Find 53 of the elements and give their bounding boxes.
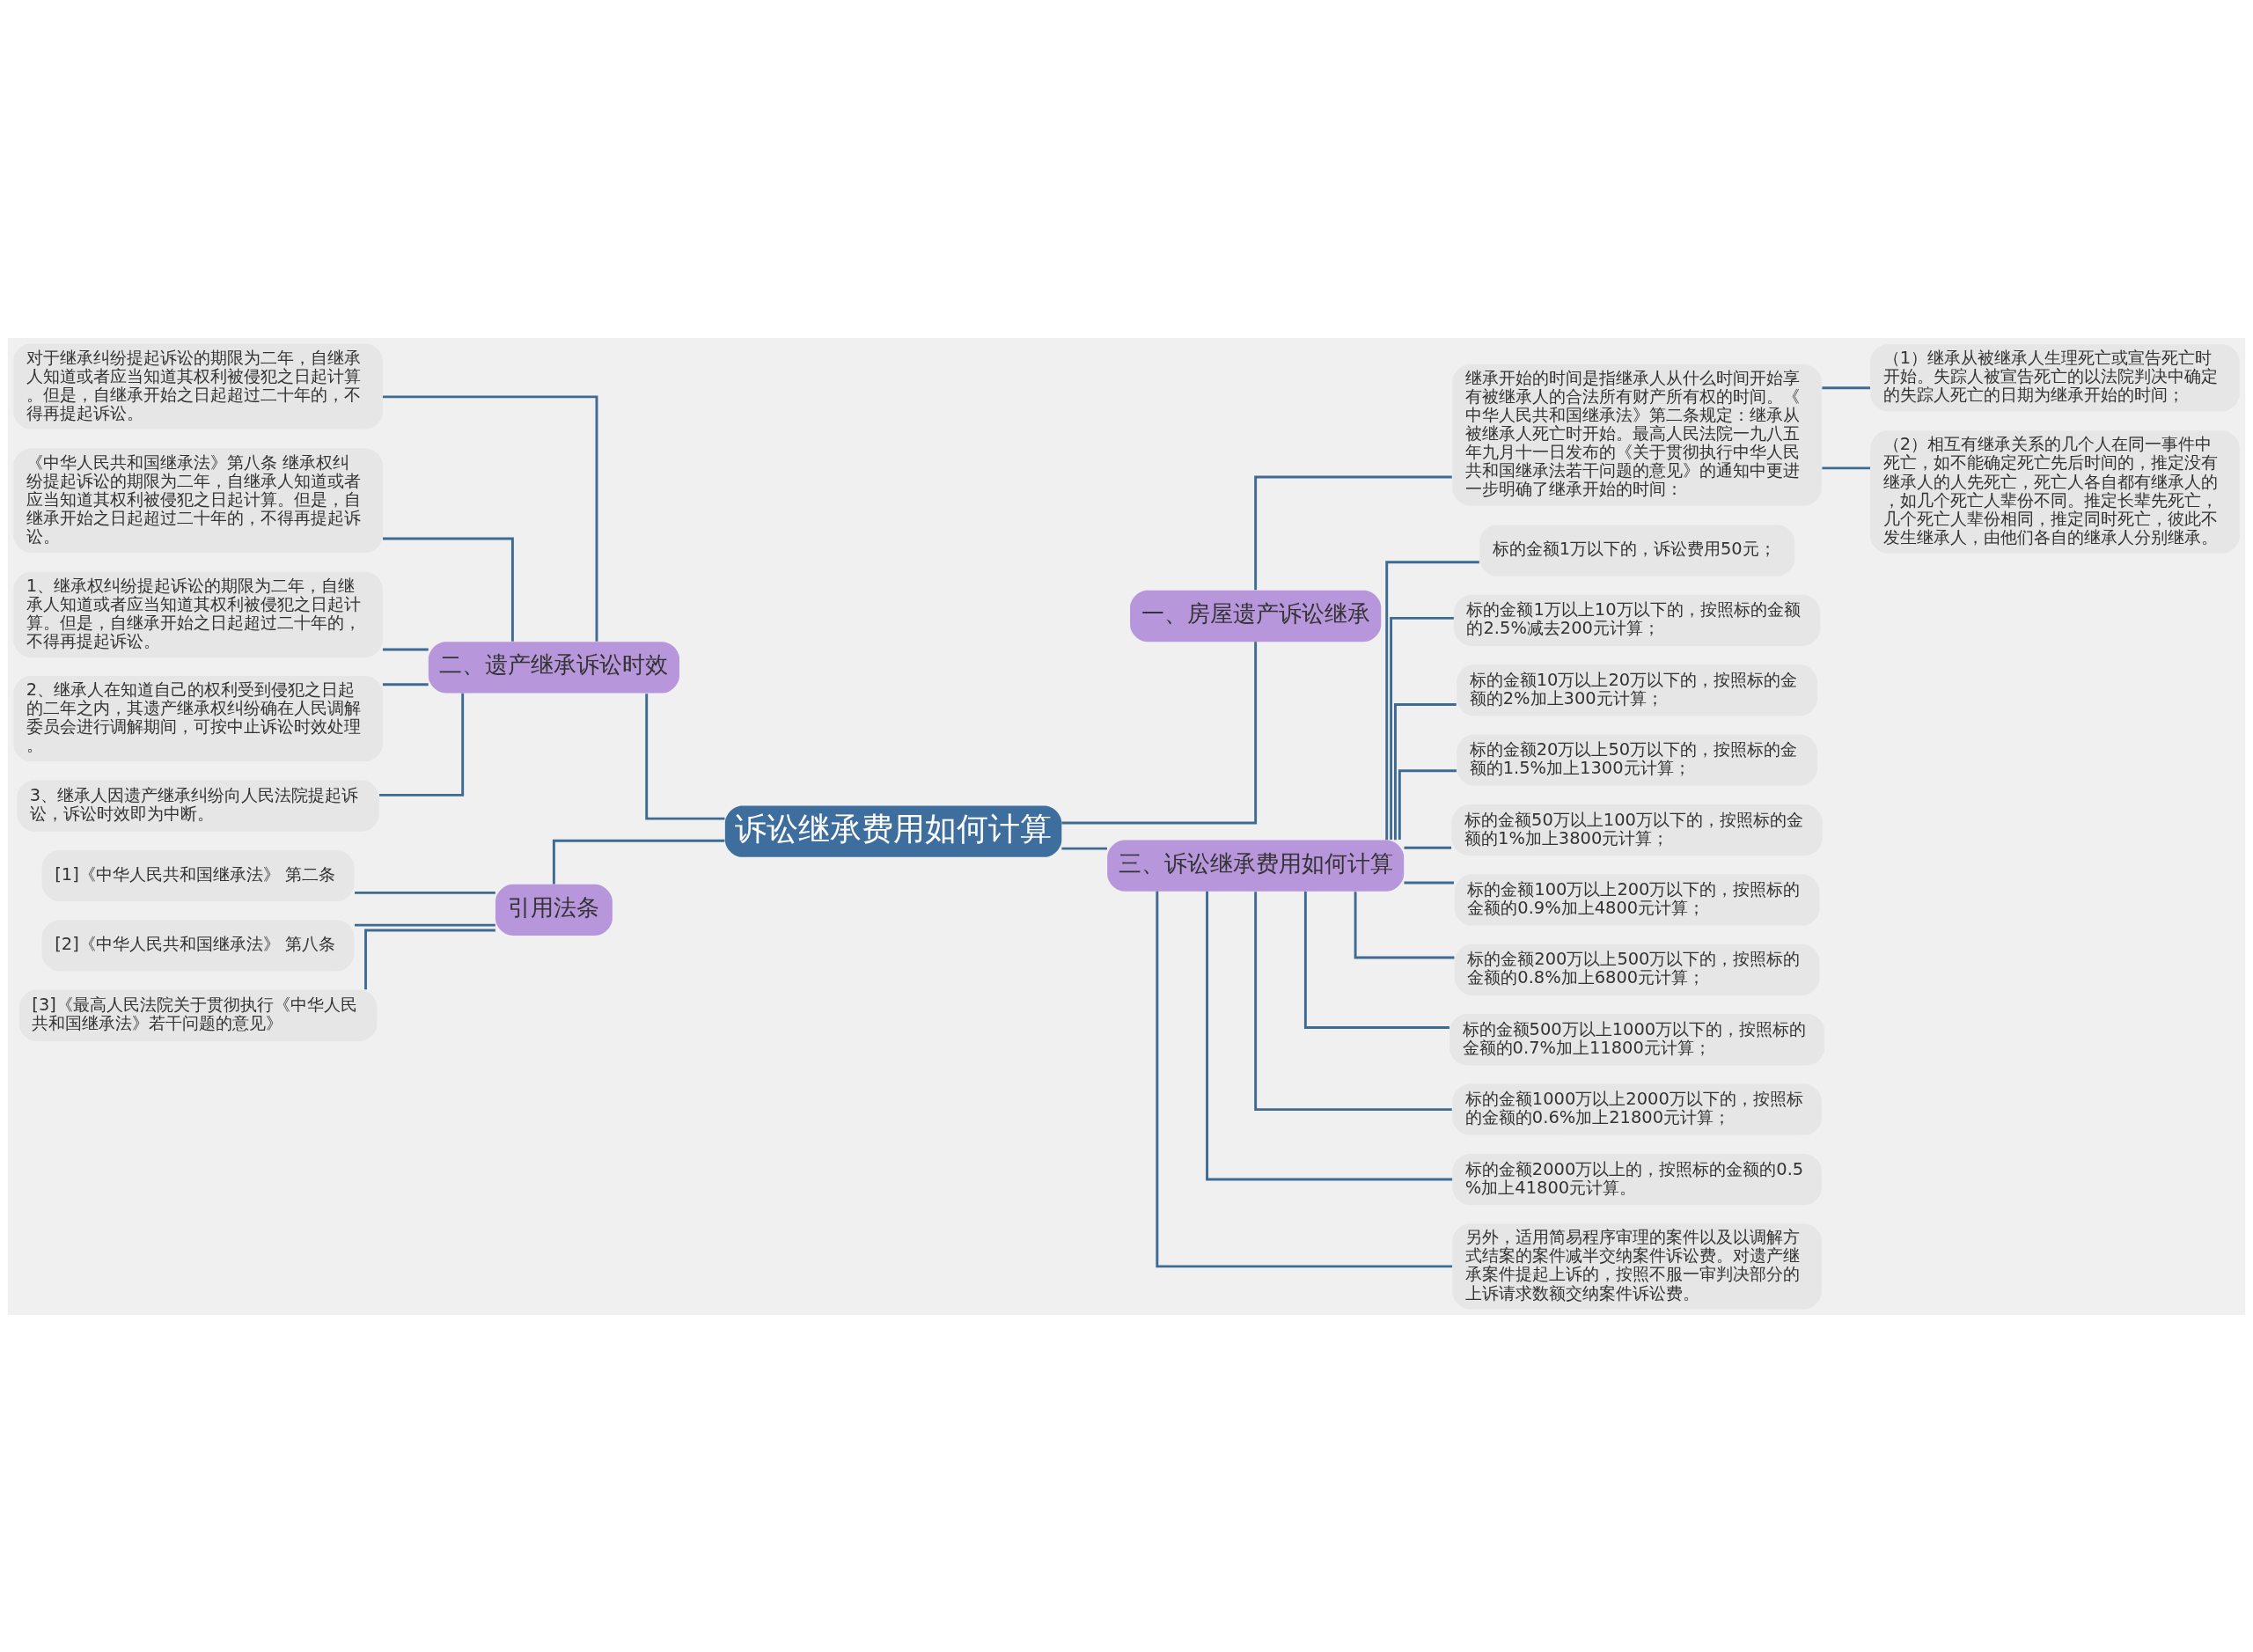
connector xyxy=(1822,385,1870,389)
connector xyxy=(1206,891,1453,1180)
node-box: 标的金额100万以上200万以下的，按照标的金额的0.9%加上4800元计算； xyxy=(1454,873,1820,926)
connector xyxy=(1061,641,1258,824)
node-box: （2）相互有继承关系的几个人在同一事件中死亡，如不能确定死亡先后时间的，推定没有继承人的人先死亡，死亡人各自都有继承人的，如几个死亡人辈份不同。推定长辈先死亡，几个死亡人辈份相同，推定同时死亡，彼此不发生继承人，由他们各自的继承人分别继承。 xyxy=(1870,430,2240,554)
connector xyxy=(1156,891,1453,1267)
connector xyxy=(552,839,725,885)
node-box: 标的金额50万以上100万以下的，按照标的金额的1%加上3800元计算； xyxy=(1451,804,1823,855)
connector xyxy=(355,923,495,927)
connector xyxy=(1254,475,1452,590)
connector xyxy=(382,394,598,642)
node-box: 《中华人民共和国继承法》第八条 继承权纠纷提起诉讼的期限为二年，自继承人知道或者应当知道其权利被侵犯之日起计算。但是，自继承开始之日起超过二十年的，不得再提起诉讼。 xyxy=(13,448,383,553)
node-box: 标的金额1万以上10万以下的，按照标的金额的2.5%减去200元计算； xyxy=(1453,594,1821,646)
connector xyxy=(1354,891,1455,959)
connector xyxy=(383,537,514,642)
node-box: 标的金额500万以上1000万以下的，按照标的金额的0.7%加上11800元计算； xyxy=(1449,1013,1825,1065)
node-box: 1、继承权纠纷提起诉讼的期限为二年，自继承人知道或者应当知道其权利被侵犯之日起计算。但是，自继承开始之日起超过二十年的，不得再提起诉讼。 xyxy=(13,571,383,657)
connector xyxy=(1394,702,1457,840)
connector xyxy=(1404,846,1452,849)
connector xyxy=(645,693,725,820)
node-box: 一、房屋遗产诉讼继承 xyxy=(1130,590,1382,642)
node-box: 继承开始的时间是指继承人从什么时间开始享有被继承人的合法所有财产所有权的时间。《中华人民共和国继承法》第二条规定：继承从被继承人死亡时开始。最高人民法院一九八五年九月十一日发布的《关于贯彻执行中华人民共和国继承法若干问题的意见》的通知中更进一步明确了继承开始的时间： xyxy=(1452,363,1822,505)
connector xyxy=(1822,466,1870,469)
node-box: 3、继承人因遗产继承纠纷向人民法院提起诉讼，诉讼时效即为中断。 xyxy=(17,779,379,832)
connector xyxy=(1390,616,1454,840)
node-box: 对于继承纠纷提起诉讼的期限为二年，自继承人知道或者应当知道其权利被侵犯之日起计算。但是，自继承开始之日起超过二十年的，不得再提起诉讼。 xyxy=(13,343,383,430)
connector xyxy=(1404,881,1454,884)
node-box: 三、诉讼继承费用如何计算 xyxy=(1107,839,1405,892)
node-box: （1）继承从被继承人生理死亡或宣告死亡时开始。失踪人被宣告死亡的以法院判决中确定的失踪人死亡的日期为继承开始的时间； xyxy=(1870,343,2240,411)
node-box: 诉讼继承费用如何计算 xyxy=(724,805,1062,857)
node-box: 标的金额1万以下的，诉讼费用50元； xyxy=(1479,524,1795,576)
node-box: [3]《最高人民法院关于贯彻执行《中华人民共和国继承法》若干问题的意见》 xyxy=(18,989,378,1041)
node-box: 二、遗产继承诉讼时效 xyxy=(428,641,679,693)
node-box: 标的金额1000万以上2000万以下的，按照标的金额的0.6%加上21800元计算； xyxy=(1452,1083,1822,1135)
node-box: 2、继承人在知道自己的权利受到侵犯之日起的二年之内，其遗产继承权纠纷确在人民调解委员会进行调解期间，可按中止诉讼时效处理。 xyxy=(13,675,383,761)
connector xyxy=(1385,560,1479,840)
node-box: 引用法条 xyxy=(495,884,613,936)
connector xyxy=(379,693,465,797)
connector xyxy=(1398,768,1457,840)
connector xyxy=(1303,891,1449,1029)
node-box: 标的金额10万以上20万以下的，按照标的金额的2%加上300元计算； xyxy=(1457,664,1818,716)
connector xyxy=(382,648,429,651)
connector xyxy=(382,682,429,686)
node-box: [1]《中华人民共和国继承法》 第二条 xyxy=(41,849,355,901)
node-box: [2]《中华人民共和国继承法》 第八条 xyxy=(41,919,355,971)
connector xyxy=(1254,891,1452,1111)
node-box: 另外，适用简易程序审理的案件以及以调解方式结案的案件减半交纳案件诉讼费。对遗产继承案件提起上诉的，按照不服一审判决部分的上诉请求数额交纳案件诉讼费。 xyxy=(1452,1222,1822,1309)
connector xyxy=(1061,847,1107,850)
node-box: 标的金额200万以上500万以下的，按照标的金额的0.8%加上6800元计算； xyxy=(1454,943,1820,995)
connector xyxy=(364,929,495,989)
node-box: 标的金额2000万以上的，按照标的金额的0.5%加上41800元计算。 xyxy=(1452,1153,1822,1205)
node-box: 标的金额20万以上50万以下的，按照标的金额的1.5%加上1300元计算； xyxy=(1457,734,1818,786)
connector xyxy=(355,891,495,894)
